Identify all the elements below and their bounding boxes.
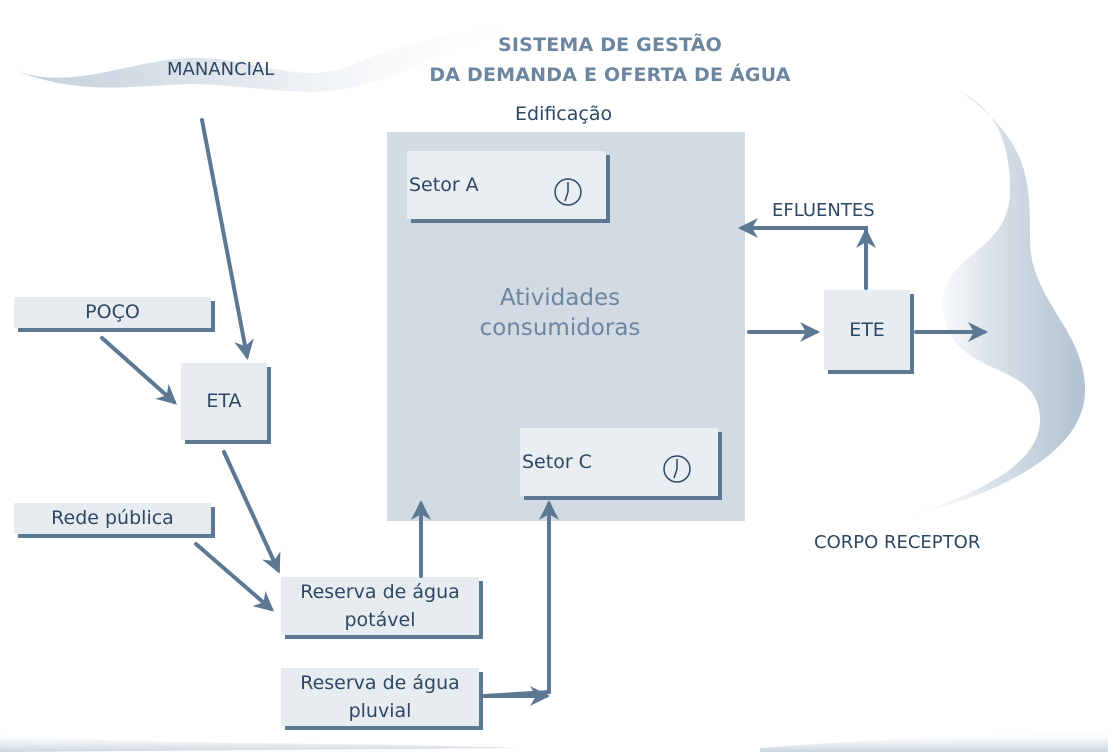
clock-icon [554, 178, 582, 206]
arrow-ete-to-efluentes [738, 218, 868, 290]
efluentes-label: EFLUENTES [772, 200, 875, 221]
arrow-eta-to-reserva [222, 450, 281, 574]
manancial-stream [14, 24, 540, 92]
reserva-potavel-box: Reserva de água potável [281, 577, 479, 635]
reserva-pluvial-box: Reserva de água pluvial [281, 668, 479, 726]
setor-c-box: Setor C [520, 428, 718, 496]
ete-box: ETE [824, 290, 910, 370]
setor-a-label: Setor A [409, 174, 479, 196]
arrow-rede-to-reserva [194, 542, 275, 612]
rede-publica-label: Rede pública [51, 507, 174, 530]
setor-a-box: Setor A [407, 151, 606, 219]
corpo-receptor-stream [895, 90, 1085, 520]
ete-label: ETE [849, 318, 885, 341]
eta-label: ETA [206, 390, 242, 413]
rede-publica-box: Rede pública [14, 503, 211, 534]
manancial-label: MANANCIAL [167, 59, 275, 80]
corpo-receptor-label: CORPO RECEPTOR [814, 532, 981, 553]
clock-icon [663, 455, 691, 483]
eta-box: ETA [181, 363, 267, 440]
reserva-potavel-label: Reserva de água potável [300, 580, 460, 632]
diagram-title-line-2: DA DEMANDA E OFERTA DE ÁGUA [429, 64, 791, 86]
setor-c-label: Setor C [522, 451, 592, 473]
diagram-title-line-1: SISTEMA DE GESTÃO [498, 34, 722, 56]
arrow-pluvial-to-setor-c [482, 500, 559, 698]
arrow-manancial-to-eta [200, 118, 254, 360]
arrow-poco-to-eta [100, 336, 177, 405]
edificacao-label: Edificação [515, 103, 613, 125]
bottom-stream [0, 730, 1108, 752]
poco-label: POÇO [85, 301, 140, 324]
atividades-consumidoras-label: Atividades consumidoras [479, 285, 641, 341]
reserva-pluvial-label: Reserva de água pluvial [300, 671, 460, 723]
poco-box: POÇO [14, 297, 211, 328]
